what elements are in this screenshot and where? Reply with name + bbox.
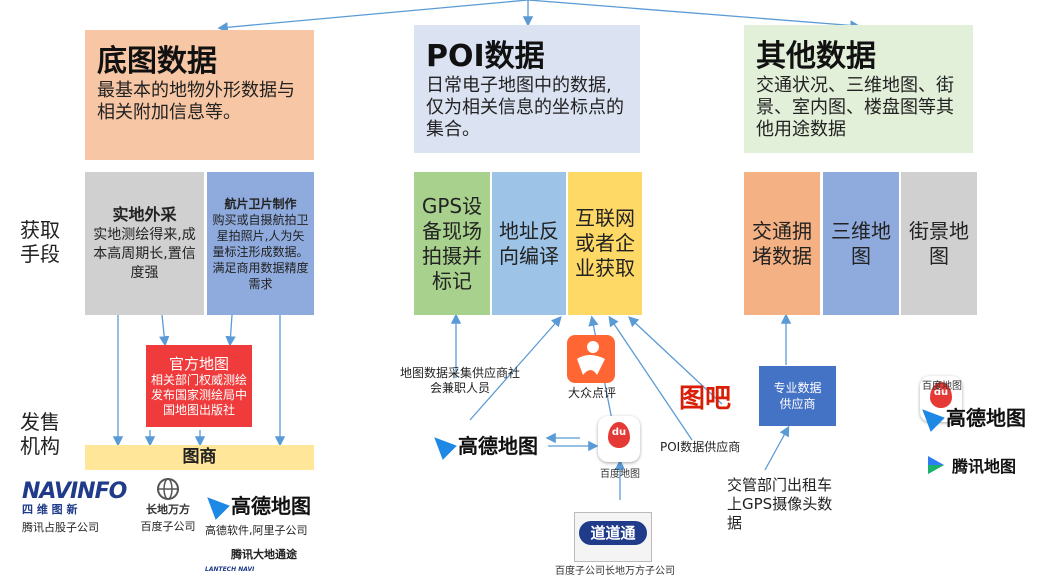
- gaode-vendor-logo-text: 高德地图: [231, 494, 311, 518]
- navinfo-logo: NAVINFO 四 维 图 新 腾讯占股子公司: [22, 479, 127, 535]
- other-card-3d-text: 三维地图: [831, 218, 891, 268]
- dianping-icon: [567, 335, 615, 383]
- tencent-map-icon: [928, 456, 944, 474]
- other-desc: 交通状况、三维地图、街景、室内图、楼盘图等其他用途数据: [756, 75, 954, 140]
- tuba-logo-text: 图吧: [678, 384, 731, 414]
- navinfo-logo-text: NAVINFO: [22, 479, 127, 504]
- other-card-traffic-text: 交通拥堵数据: [752, 218, 812, 268]
- gaode-poi-logo-text: 高德地图: [458, 434, 538, 458]
- satellite-title: 航片卫片制作: [224, 196, 297, 211]
- changdi-logo-text: 长地万方: [146, 503, 190, 516]
- satellite-card: 航片卫片制作 购买或自摄航拍卫星拍照片,人为矢量标注形成数据。满足商用数据精度需…: [207, 172, 314, 315]
- tuba-logo: 图吧: [674, 385, 736, 425]
- baidu-center-label: 百度地图: [600, 469, 640, 480]
- traffic-dept-text: 交管部门出租车上GPS摄像头数据: [727, 476, 833, 532]
- sell-label: 发售机构: [20, 410, 60, 458]
- daodao-logo: 道道通: [574, 512, 652, 562]
- daodao-caption: 百度子公司长地万方子公司: [555, 566, 675, 577]
- baidu-center-icon: du: [598, 416, 640, 462]
- satellite-desc: 购买或自摄航拍卫星拍照片,人为矢量标注形成数据。满足商用数据精度需求: [212, 212, 309, 291]
- other-card-street-text: 街景地图: [909, 218, 969, 268]
- tencent-dadi-caption: 腾讯大地通途: [231, 548, 297, 561]
- poi-title: POI数据: [426, 39, 545, 74]
- poi-card-gps: GPS设备现场拍摄并标记: [414, 172, 490, 315]
- tushang-bar: 图商: [85, 445, 314, 470]
- navinfo-caption: 腾讯占股子公司: [22, 521, 99, 534]
- other-card-street: 街景地图: [901, 172, 977, 315]
- daodao-logo-text: 道道通: [579, 521, 647, 545]
- other-card-traffic: 交通拥堵数据: [744, 172, 820, 315]
- lantech-logo: LANTECH NAVI: [205, 566, 255, 573]
- gaode-vendor-logo: 高德地图: [200, 489, 323, 520]
- gaode-right-logo: 高德地图: [915, 401, 1026, 432]
- navinfo-logo-sub: 四 维 图 新: [22, 503, 78, 516]
- provider-box-text: 专业数据供应商: [773, 381, 822, 411]
- poi-collector-text: 地图数据采集供应商社会兼职人员: [400, 366, 521, 395]
- tencent-map-text: 腾讯地图: [952, 457, 1017, 476]
- tencent-dadi: 腾讯大地通途 LANTECH NAVI: [205, 546, 323, 574]
- column-other: 其他数据 交通状况、三维地图、街景、室内图、楼盘图等其他用途数据: [744, 25, 973, 153]
- baidu-right-icon: du: [920, 376, 962, 422]
- column-poi: POI数据 日常电子地图中的数据,仅为相关信息的坐标点的集合。: [414, 25, 640, 153]
- other-title: 其他数据: [756, 39, 876, 74]
- gaode-caption: 高德软件,阿里子公司: [205, 524, 308, 537]
- column-base-map: 底图数据 最基本的地物外形数据与相关附加信息等。: [85, 30, 314, 160]
- gaode-poi-logo: 高德地图: [427, 429, 538, 460]
- base-map-title: 底图数据: [97, 44, 217, 79]
- tencent-map-logo: 腾讯地图: [926, 453, 1016, 477]
- poi-card-reverse-text: 地址反向编译: [499, 218, 559, 268]
- gaode-vendor: 高德地图 高德软件,阿里子公司: [200, 489, 323, 537]
- poi-desc: 日常电子地图中的数据,仅为相关信息的坐标点的集合。: [426, 75, 624, 140]
- base-map-desc: 最基本的地物外形数据与相关附加信息等。: [97, 80, 295, 123]
- field-survey-card: 实地外采 实地测绘得来,成本高周期长,置信度强: [85, 172, 204, 315]
- field-survey-desc: 实地测绘得来,成本高周期长,置信度强: [93, 227, 196, 281]
- dianping-label: 大众点评: [567, 386, 616, 400]
- poi-card-gps-text: GPS设备现场拍摄并标记: [421, 193, 483, 293]
- baidu-right-label: 百度地图: [922, 381, 962, 392]
- official-map-desc: 相关部门权威测绘发布国家测绘局中国地图出版社: [150, 372, 247, 417]
- globe-icon: [157, 478, 179, 500]
- poi-card-reverse: 地址反向编译: [492, 172, 566, 315]
- field-survey-title: 实地外采: [112, 205, 177, 224]
- poi-card-internet: 互联网或者企业获取: [568, 172, 642, 315]
- changdi-caption: 百度子公司: [140, 520, 196, 533]
- gaode-right-logo-text: 高德地图: [946, 406, 1026, 430]
- provider-box: 专业数据供应商: [759, 366, 836, 426]
- changdi-logo: 长地万方 百度子公司: [136, 478, 200, 533]
- official-map-title: 官方地图: [168, 354, 229, 373]
- poi-card-internet-text: 互联网或者企业获取: [575, 206, 635, 280]
- gaode-arrow-icon: [200, 489, 230, 520]
- gaode-poi-arrow-icon: [427, 429, 457, 460]
- official-map-box: 官方地图 相关部门权威测绘发布国家测绘局中国地图出版社: [146, 345, 252, 427]
- acquire-label: 获取手段: [20, 218, 60, 266]
- gaode-right-arrow-icon: [915, 401, 945, 432]
- other-card-3d: 三维地图: [823, 172, 899, 315]
- tuba-caption: POI数据供应商: [660, 440, 741, 454]
